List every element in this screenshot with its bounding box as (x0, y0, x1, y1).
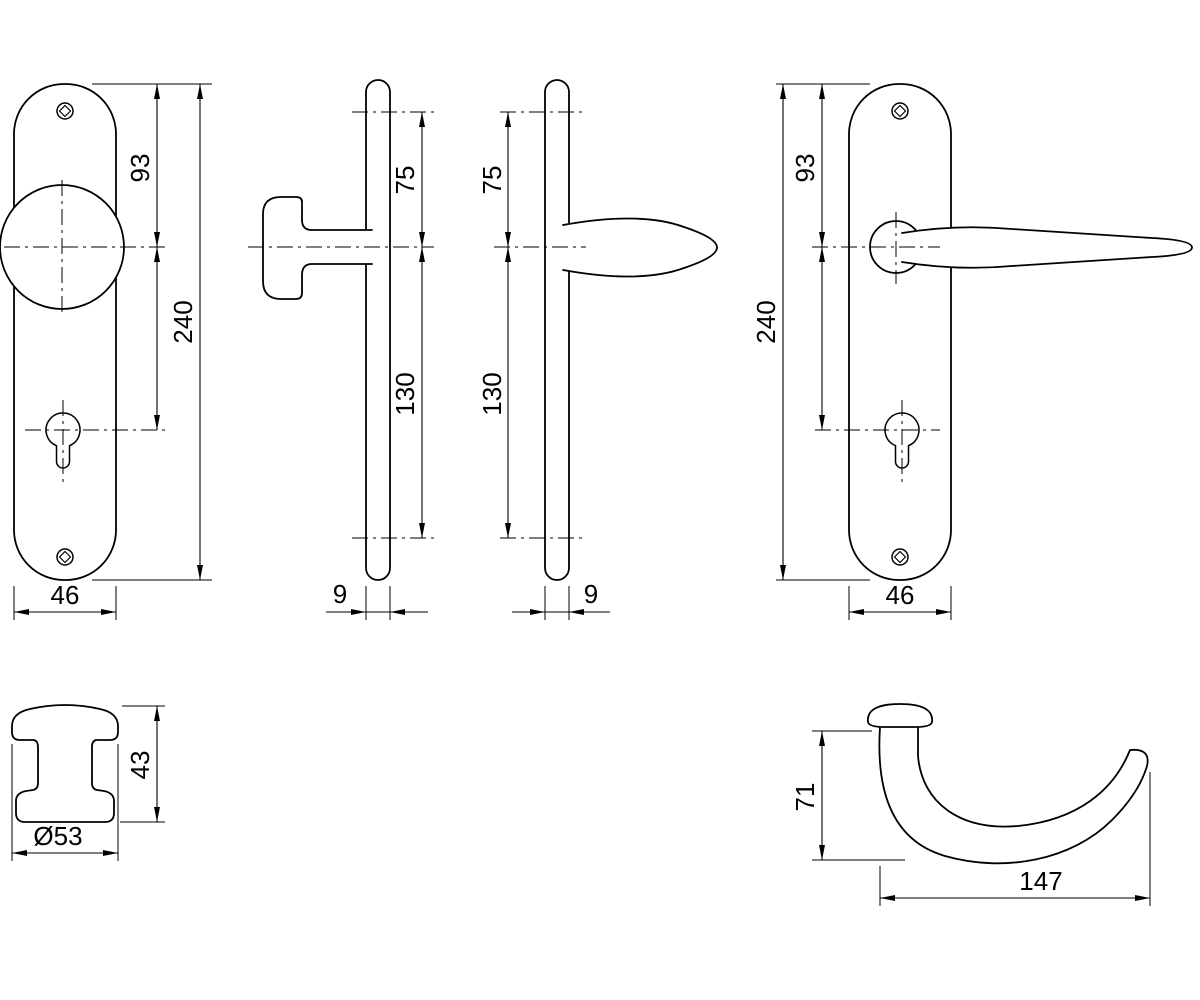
backplate-side-outline (365, 79, 391, 581)
dim-label-46: 46 (51, 580, 80, 610)
lever-handle-front (901, 226, 1193, 269)
dim-label-9: 9 (584, 579, 598, 609)
knob-detail-view (11, 704, 119, 823)
dim-label-diameter: Ø53 (33, 821, 82, 851)
lever-detail-view (867, 703, 1149, 865)
backplate-side-outline (544, 79, 570, 581)
dim-label-75: 75 (477, 166, 507, 195)
dim-label-240: 240 (168, 300, 198, 343)
knob-front-dimensions: 93 240 46 (13, 83, 212, 620)
screw-hole-top (56, 102, 74, 120)
knob-backplate-side-view (248, 79, 434, 581)
dim-label-75: 75 (390, 166, 420, 195)
lever-handle-profile (562, 217, 718, 278)
knob-side-dimensions: 75 130 9 (326, 112, 428, 620)
dim-label-93: 93 (125, 154, 155, 183)
knob-profile-outline (11, 704, 119, 823)
dim-label-9: 9 (333, 579, 347, 609)
lever-detail-dimensions: 71 147 (790, 730, 1151, 906)
dim-label-46: 46 (886, 580, 915, 610)
backplate-outline (848, 83, 952, 581)
knob-detail-dimensions: 43 Ø53 (11, 705, 165, 861)
dim-label-240: 240 (751, 300, 781, 343)
dim-label-130: 130 (477, 372, 507, 415)
lever-backplate-front-view (812, 83, 1193, 581)
dim-label-130: 130 (390, 372, 420, 415)
door-knob-profile (262, 196, 373, 300)
screw-hole-bottom (891, 548, 909, 566)
knob-backplate-front-view (0, 83, 168, 581)
dim-label-93: 93 (790, 154, 820, 183)
lever-collar-outline (867, 703, 933, 728)
lever-backplate-side-view (494, 79, 718, 581)
dim-label-43: 43 (125, 751, 155, 780)
lever-grip-outline (878, 726, 1149, 865)
dim-label-71: 71 (790, 783, 820, 812)
backplate-outline (13, 83, 117, 581)
lever-side-dimensions: 75 130 9 (477, 112, 610, 620)
lever-front-dimensions: 93 240 46 (751, 83, 952, 620)
screw-hole-top (891, 102, 909, 120)
screw-hole-bottom (56, 548, 74, 566)
dim-label-147: 147 (1019, 866, 1062, 896)
